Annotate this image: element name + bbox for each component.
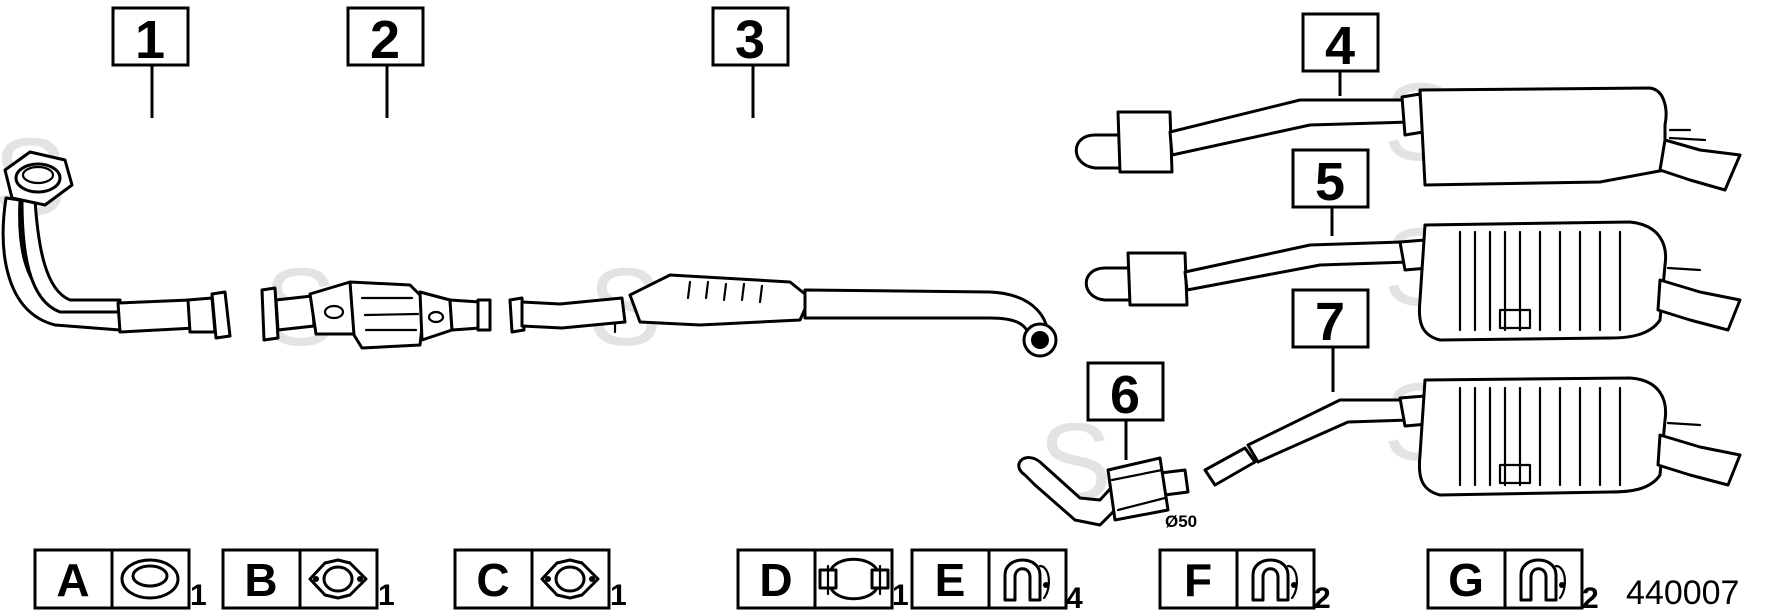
- flange-gasket-icon: [540, 558, 600, 600]
- part-front-pipe[interactable]: [1, 150, 232, 340]
- legend-letter: F: [1184, 554, 1212, 606]
- diagram-id: 440007: [1626, 574, 1739, 611]
- callout-6[interactable]: 6: [1086, 361, 1165, 460]
- legend-quantity: 1: [892, 579, 909, 611]
- rubber-hanger-icon: [1251, 558, 1298, 602]
- legend-item-e[interactable]: E 4: [910, 548, 1083, 611]
- legend-item-f[interactable]: F 2: [1158, 548, 1331, 611]
- legend-quantity: 2: [1314, 582, 1331, 611]
- part-centre-pipe[interactable]: [508, 273, 1058, 358]
- legend-letter: C: [476, 554, 509, 606]
- callout-number: 1: [135, 10, 165, 70]
- callout-number: 5: [1315, 152, 1345, 212]
- callout-4[interactable]: 4: [1301, 12, 1380, 96]
- legend-letter: B: [244, 554, 277, 606]
- pipe-clamp-icon: [818, 557, 890, 601]
- legend-item-a[interactable]: A 1: [33, 548, 207, 611]
- legend-quantity: 4: [1066, 582, 1083, 611]
- legend-letter: G: [1448, 554, 1484, 606]
- diameter-label: Ø50: [1165, 512, 1197, 531]
- legend-quantity: 1: [610, 579, 627, 611]
- legend-item-g[interactable]: G 2: [1426, 548, 1599, 611]
- legend-item-c[interactable]: C 1: [453, 548, 627, 611]
- callout-3[interactable]: 3: [711, 6, 790, 118]
- callout-number: 7: [1315, 292, 1345, 352]
- legend-item-d[interactable]: D 1: [736, 548, 909, 611]
- legend-item-b[interactable]: B 1: [221, 548, 395, 611]
- legend-letter: E: [935, 554, 966, 606]
- rubber-hanger-icon: [1519, 558, 1566, 602]
- callout-number: 2: [370, 10, 400, 70]
- callout-1[interactable]: 1: [111, 6, 190, 118]
- part-rear-silencer-ribbed[interactable]: [1084, 220, 1742, 342]
- callout-number: 3: [735, 10, 765, 70]
- callout-number: 6: [1110, 365, 1140, 425]
- part-intermediate-pipe[interactable]: [1017, 456, 1190, 527]
- callout-7[interactable]: 7: [1291, 288, 1370, 392]
- part-catalytic-converter[interactable]: [260, 280, 492, 350]
- legend-quantity: 2: [1582, 582, 1599, 611]
- flange-gasket-icon: [308, 558, 368, 600]
- legend-quantity: 1: [190, 579, 207, 611]
- callout-5[interactable]: 5: [1291, 148, 1370, 236]
- gasket-ring-icon: [120, 558, 180, 600]
- legend-letter: D: [759, 554, 792, 606]
- part-rear-silencer-with-pipe[interactable]: [1203, 376, 1742, 497]
- callout-number: 4: [1325, 16, 1355, 76]
- legend-quantity: 1: [378, 579, 395, 611]
- part-rear-silencer[interactable]: [1074, 86, 1742, 192]
- callout-2[interactable]: 2: [346, 6, 425, 118]
- rubber-hanger-icon: [1003, 558, 1050, 602]
- legend-letter: A: [56, 554, 89, 606]
